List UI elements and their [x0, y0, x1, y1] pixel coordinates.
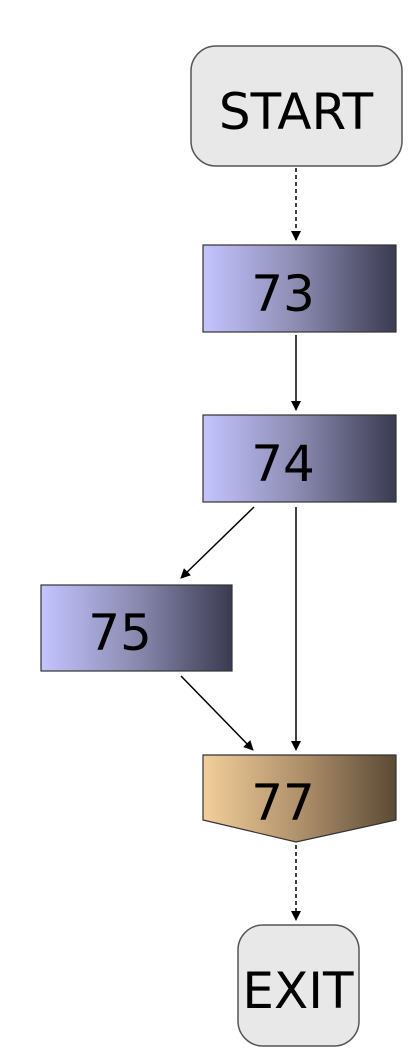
- start-label: START: [219, 83, 374, 141]
- node-74: 74: [202, 414, 397, 503]
- node-77: 77: [202, 754, 397, 843]
- edge-75-77: [180, 675, 254, 751]
- node-77-label: 77: [251, 774, 315, 832]
- node-73: 73: [202, 244, 397, 333]
- node-73-label: 73: [251, 265, 315, 323]
- node-74-label: 74: [251, 435, 315, 493]
- node-75: 75: [40, 584, 233, 672]
- exit-label: EXIT: [242, 962, 354, 1020]
- edge-74-75: [180, 506, 255, 579]
- exit-node: EXIT: [237, 924, 360, 1047]
- node-75-label: 75: [88, 604, 152, 662]
- start-node: START: [190, 45, 403, 167]
